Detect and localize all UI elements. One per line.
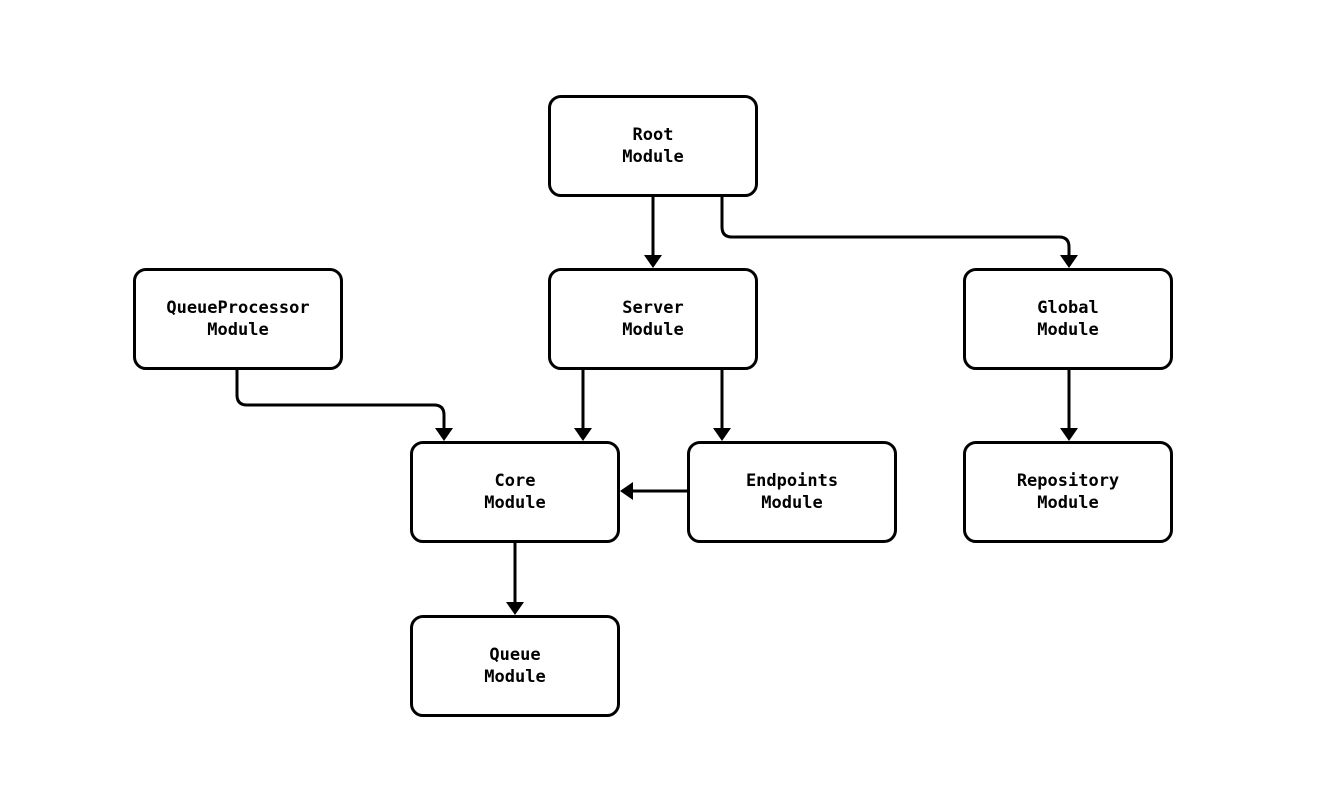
node-core-label-line1: Core bbox=[494, 471, 536, 491]
node-global[interactable]: Global Module bbox=[963, 268, 1173, 370]
node-repository[interactable]: Repository Module bbox=[963, 441, 1173, 543]
node-queueprocessor[interactable]: QueueProcessor Module bbox=[133, 268, 343, 370]
node-core[interactable]: Core Module bbox=[410, 441, 620, 543]
arrowhead-global-to-repository bbox=[1060, 428, 1078, 441]
node-server-label-line2: Module bbox=[622, 320, 684, 340]
node-repository-label-line2: Module bbox=[1037, 493, 1099, 513]
node-server[interactable]: Server Module bbox=[548, 268, 758, 370]
arrowhead-server-to-endpoints bbox=[713, 428, 731, 441]
node-queueprocessor-label-line1: QueueProcessor bbox=[166, 298, 310, 318]
node-root[interactable]: Root Module bbox=[548, 95, 758, 197]
edge-root-to-global bbox=[720, 197, 1071, 258]
arrowhead-endpoints-to-core bbox=[620, 482, 633, 500]
node-queue[interactable]: Queue Module bbox=[410, 615, 620, 717]
node-queueprocessor-label-line2: Module bbox=[207, 320, 269, 340]
arrowhead-queueprocessor-to-core bbox=[435, 428, 453, 441]
arrowhead-root-to-server bbox=[644, 255, 662, 268]
node-repository-label-line1: Repository bbox=[1016, 471, 1120, 491]
node-root-label-line2: Module bbox=[622, 147, 684, 167]
arrowhead-root-to-global bbox=[1060, 255, 1078, 268]
node-core-label-line2: Module bbox=[484, 493, 546, 513]
node-endpoints-label-line2: Module bbox=[761, 493, 823, 513]
node-queue-label-line2: Module bbox=[484, 667, 546, 687]
node-global-label-line1: Global bbox=[1037, 298, 1099, 318]
arrowhead-core-to-queue bbox=[506, 602, 524, 615]
node-endpoints[interactable]: Endpoints Module bbox=[687, 441, 897, 543]
node-server-label-line1: Server bbox=[622, 298, 684, 318]
node-endpoints-label-line1: Endpoints bbox=[745, 471, 839, 491]
node-global-label-line2: Module bbox=[1037, 320, 1099, 340]
node-queue-label-line1: Queue bbox=[489, 645, 541, 665]
edge-queueprocessor-to-core bbox=[235, 370, 446, 431]
node-root-label-line1: Root bbox=[632, 125, 674, 145]
arrowhead-server-to-core bbox=[574, 428, 592, 441]
